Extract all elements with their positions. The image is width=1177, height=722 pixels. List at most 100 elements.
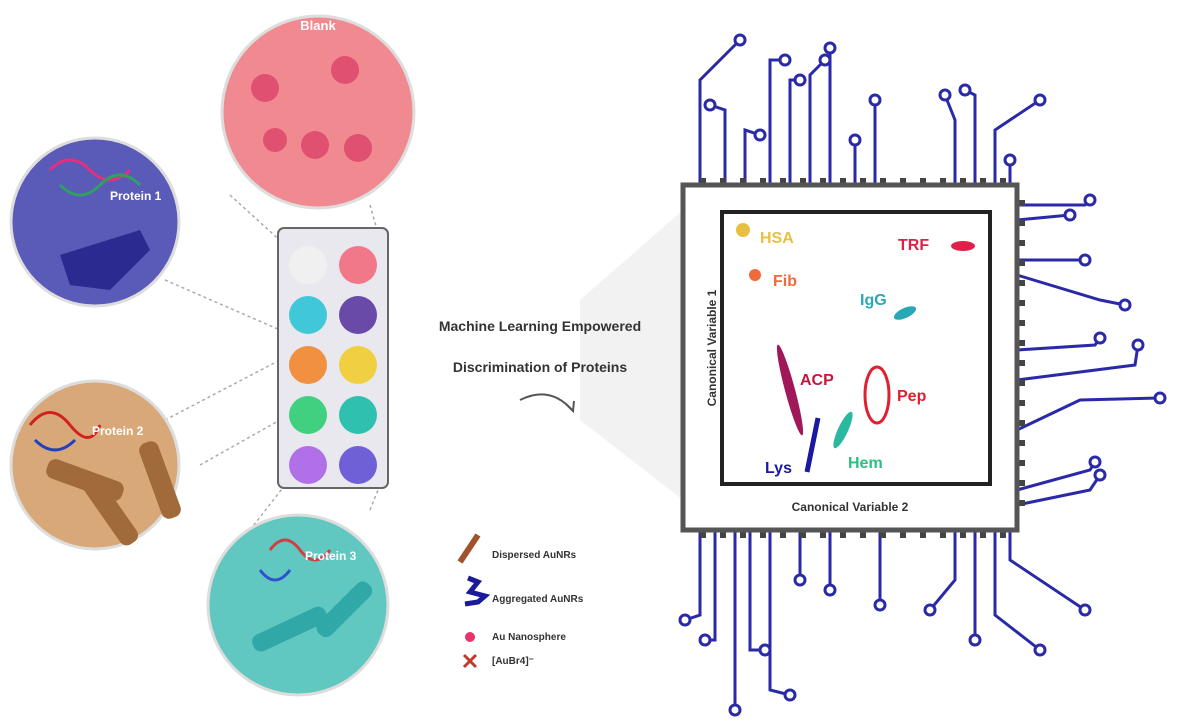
trace-pad [778,53,792,67]
chip-pin [740,530,746,538]
trace [705,530,717,642]
trace [709,103,727,185]
chip-pin [940,178,946,186]
protein1-circle [9,136,181,308]
protein3-circle [206,513,390,697]
trace-pad [1078,603,1092,617]
blank-circle [220,14,416,210]
trace-pad [823,41,837,55]
trace-pad [958,83,972,97]
protein-structures [28,158,332,582]
nanosphere-blobs [251,56,372,162]
trace-pad [678,613,692,627]
chip-pin [1017,480,1025,486]
cluster-label-hem: Hem [848,455,883,472]
trace-pad [728,703,742,717]
cluster-lys [804,417,821,473]
aggregate-icon [464,575,491,607]
trace-pad [1063,208,1077,222]
chip-pin [1000,530,1006,538]
legend-label: Au Nanosphere [492,632,566,643]
trace [943,94,957,185]
trace-pad [968,633,982,647]
trace [768,58,785,185]
chip-pin [1017,400,1025,406]
trace [993,530,1041,652]
chip-pin [980,178,986,186]
trace-pad [1083,193,1097,207]
chip-pin [900,178,906,186]
well [339,346,377,384]
rods-p3 [252,581,373,652]
cluster-label-lys: Lys [765,460,792,477]
well [289,296,327,334]
aggregated-rods-p1 [60,230,150,290]
chip-pin [1017,280,1025,286]
chip-pin [1017,460,1025,466]
trace-pad [783,688,797,702]
y-axis-label: Canonical Variable 1 [705,289,719,406]
chip-pin [940,530,946,538]
trace [1016,396,1161,432]
chip-pin [920,530,926,538]
chip-pin [840,530,846,538]
trace-pad [1003,153,1017,167]
chip-pin [1000,178,1006,186]
chip-pin [860,530,866,538]
chip-pin [700,178,706,186]
circuit-traces [678,33,1167,717]
trace-pad [1078,253,1092,267]
well [339,396,377,434]
chip-pin [740,178,746,186]
chip-pin [880,178,886,186]
chip-pin [920,178,926,186]
chip-pin [840,178,846,186]
trace [1016,273,1126,307]
trace-pad [873,598,887,612]
trace [1008,530,1086,612]
chip-pin [760,530,766,538]
trace [1017,198,1092,207]
cluster-label-fib: Fib [773,273,797,290]
trace-pad [1131,338,1145,352]
trace [808,58,827,185]
legend-label: [AuBr4]⁻ [492,656,534,667]
chip-pin [700,530,706,538]
chip-pin [1017,340,1025,346]
trace-pad [923,603,937,617]
cluster-acp [776,344,804,436]
projection-beam [580,210,683,500]
well [339,446,377,484]
protein2-circle [9,379,181,551]
well [339,246,377,284]
chip-pin [1017,320,1025,326]
arrow-icon [519,393,573,411]
trace [684,530,702,622]
cluster-hsa [736,223,750,237]
chip-pin [1017,220,1025,226]
trace-pad [793,73,807,87]
trace [698,38,742,185]
trace [1016,461,1097,492]
chip-pin [1017,440,1025,446]
chip-pin [900,530,906,538]
cluster-trf [951,241,975,251]
chip-pin [800,530,806,538]
trace-pad [1033,643,1047,657]
protein1-label: Protein 1 [110,189,162,203]
trace [788,78,800,185]
chip-pin [1017,240,1025,246]
trace-pad [823,583,837,597]
trace [768,530,791,697]
plot-frame [720,210,992,486]
cluster-label-acp: ACP [800,372,834,389]
trace-pad [1033,93,1047,107]
trace-pad [848,133,862,147]
chip-pin [820,530,826,538]
chip-pin [800,178,806,186]
trace-pad [1093,468,1107,482]
chip-pin [720,178,726,186]
